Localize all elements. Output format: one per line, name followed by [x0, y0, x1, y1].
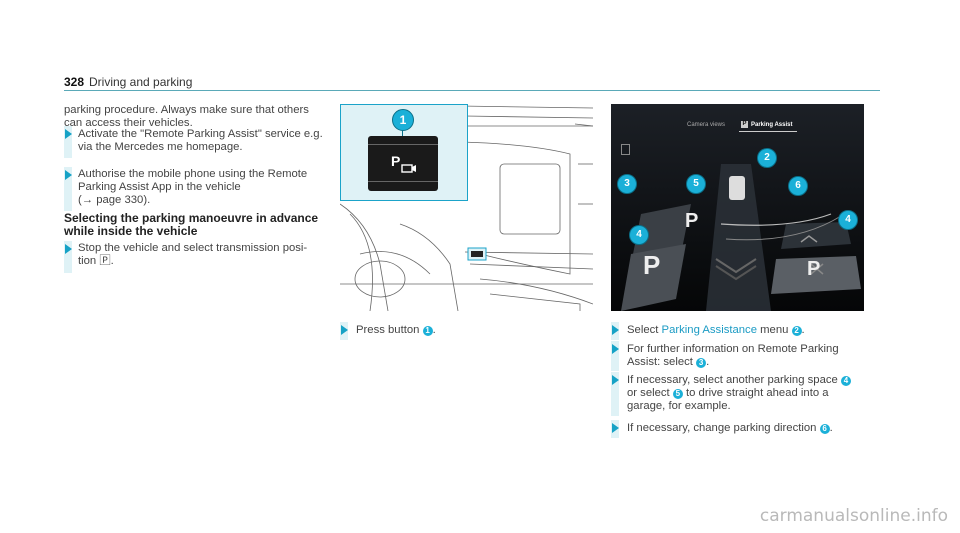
step-bar [64, 241, 72, 273]
step-activate-service: Activate the "Remote Parking Assist" ser… [78, 128, 323, 153]
cockpit-illustration: P 1 [340, 104, 593, 311]
step-text: to drive straight ahead into a garage, f… [627, 386, 829, 412]
step-remote-info: For further information on Remote Parkin… [627, 343, 839, 368]
parking-button-closeup: P [368, 136, 438, 191]
step-text: menu [760, 324, 789, 336]
page-number: 328 [64, 75, 85, 89]
step-stop-vehicle: Stop the vehicle and select transmission… [78, 242, 308, 267]
step-select-menu: Select Parking Assistance menu 2. [627, 324, 867, 337]
section-heading: Selecting the parking manoeuvre in advan… [64, 211, 319, 238]
parking-display-drawing [611, 104, 864, 311]
parking-slot-p-right[interactable]: P [807, 258, 821, 280]
step-authorise-phone: Authorise the mobile phone using the Rem… [78, 168, 324, 206]
info-icon[interactable] [621, 144, 630, 155]
step-text: If necessary, select another parking spa… [627, 374, 838, 386]
step-arrow-icon [65, 244, 72, 254]
step-change-direction: If necessary, change parking direction 6… [627, 422, 833, 434]
parking-slot-p-lower[interactable]: P [643, 250, 661, 280]
step-arrow-icon [612, 423, 619, 433]
cockpit-drawing [340, 105, 593, 311]
callout-badge: 6 [819, 424, 830, 434]
step-arrow-icon [65, 129, 72, 139]
header-divider [64, 90, 880, 91]
tab-parking-assist[interactable]: Parking Assist [751, 122, 793, 128]
step-arrow-icon [612, 325, 619, 335]
section-title: Driving and parking [89, 75, 193, 89]
step-arrow-icon [341, 325, 348, 335]
step-bar [611, 372, 619, 416]
page-reference[interactable]: (→ page 330). [78, 193, 151, 206]
callout-3-badge: 3 [617, 174, 637, 194]
step-press-button: Press button 1. [356, 324, 586, 337]
callout-2-badge: 2 [757, 148, 777, 168]
callout-6-badge: 6 [788, 176, 808, 196]
step-arrow-icon [612, 344, 619, 354]
tab-camera-views[interactable]: Camera views [687, 122, 726, 128]
step-text: or select [627, 386, 670, 399]
parking-assistance-link[interactable]: Parking Assistance [661, 324, 757, 336]
step-bar [611, 341, 619, 371]
svg-text:P: P [391, 153, 400, 169]
step-text: Press button [356, 324, 420, 336]
callout-badge: 5 [672, 388, 683, 399]
step-authorise-text: Authorise the mobile phone using the Rem… [78, 168, 308, 193]
step-text: Select [627, 324, 659, 336]
callout-5-badge: 5 [686, 174, 706, 194]
step-bar [64, 126, 72, 158]
callout-badge: 3 [696, 357, 707, 368]
step-select-space: If necessary, select another parking spa… [627, 374, 859, 412]
watermark: carmanualsonline.info [759, 506, 948, 526]
step-text: For further information on Remote Parkin… [627, 343, 839, 368]
step-punct: . [801, 324, 805, 336]
step-bar [64, 167, 72, 211]
step-arrow-icon [612, 375, 619, 385]
parking-assist-display: Camera views P Parking Assist P P P 2 3 … [611, 104, 864, 311]
step-text: If necessary, change parking direction [627, 422, 817, 434]
callout-1-badge: 1 [392, 109, 414, 131]
callout-4-badge-right: 4 [838, 210, 858, 230]
callout-badge: 4 [840, 376, 851, 386]
parking-slot-p-upper[interactable]: P [685, 210, 699, 232]
step-punct: . [432, 324, 436, 336]
parking-tab-icon: P [741, 121, 748, 128]
intro-text: parking procedure. Always make sure that… [64, 104, 309, 129]
callout-badge: 1 [422, 326, 433, 336]
callout-badge: 2 [791, 326, 802, 336]
callout-4-badge-left: 4 [629, 225, 649, 245]
parking-camera-icon: P [391, 153, 416, 173]
step-arrow-icon [65, 170, 72, 180]
